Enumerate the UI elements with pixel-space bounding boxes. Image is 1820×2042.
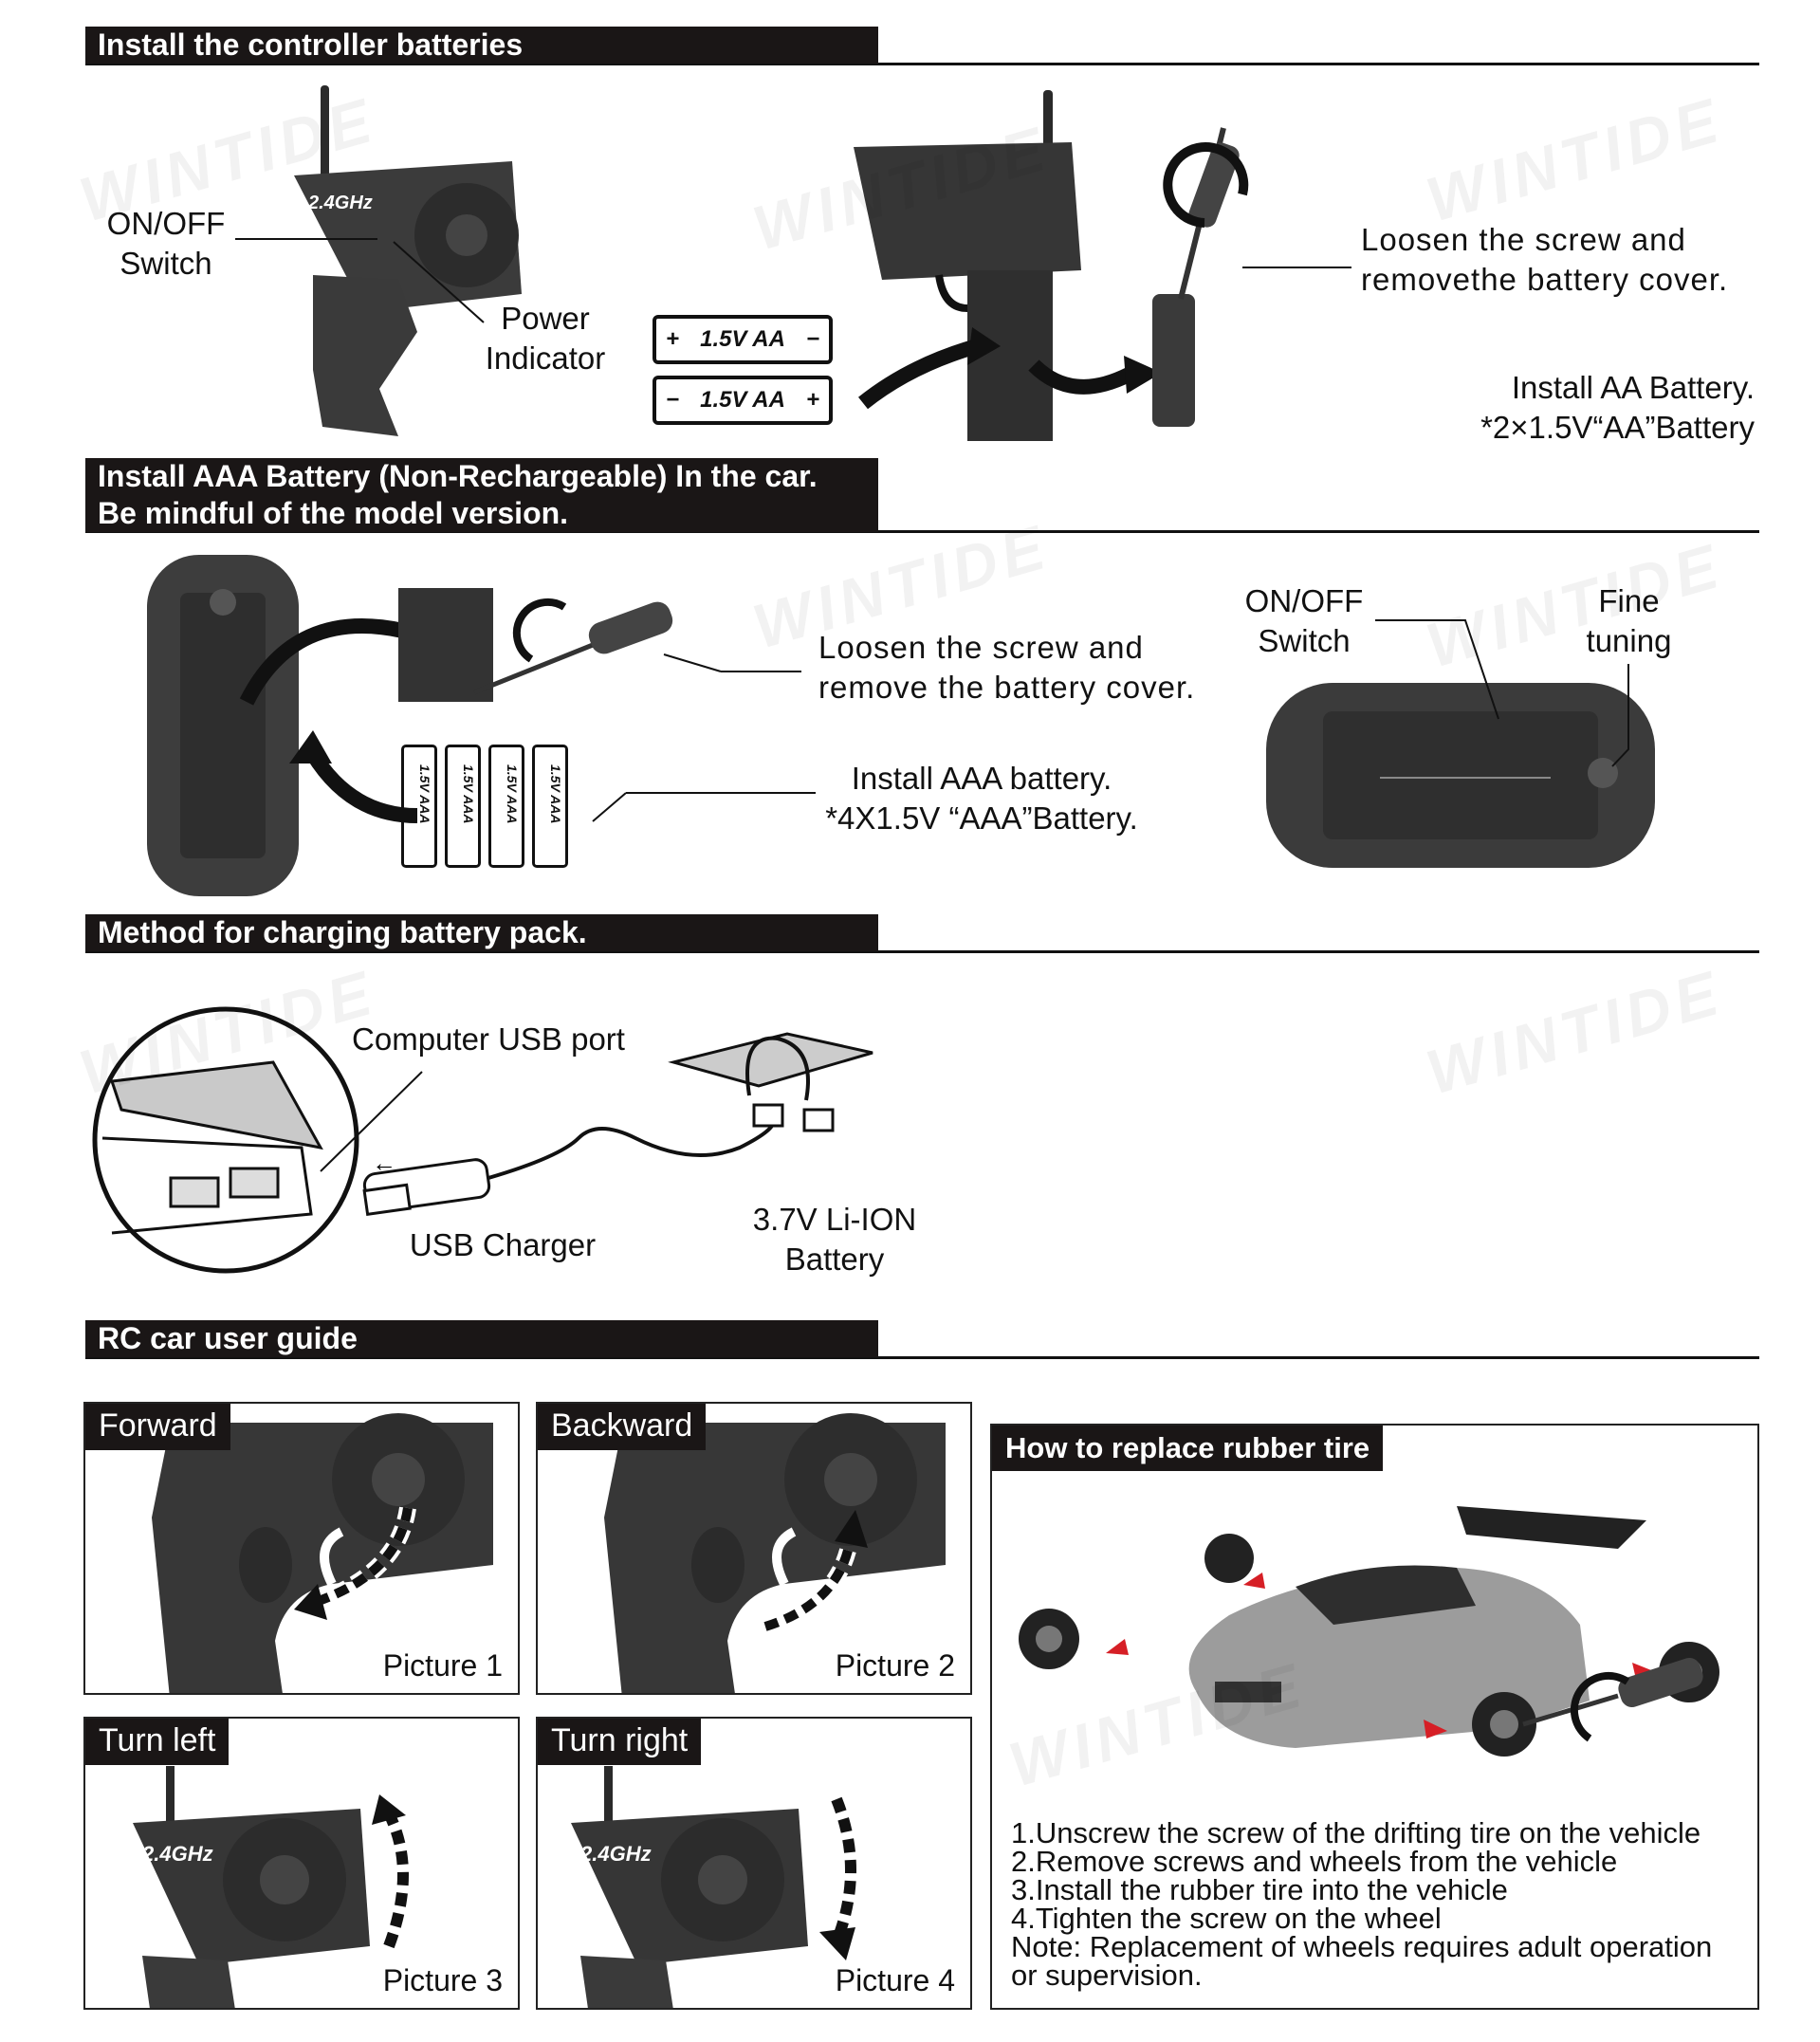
tire-step: 4.Tighten the screw on the wheel: [1011, 1902, 1442, 1935]
controller-illustration: 2.4GHz: [294, 85, 522, 436]
label-install-aa: Install AA Battery. *2×1.5V“AA”Battery: [1480, 370, 1755, 445]
tire-note: or supervision.: [1011, 1959, 1203, 1992]
label-install-aaa: Install AAA battery. *4X1.5V “AAA”Batter…: [825, 761, 1138, 836]
tire-step: 2.Remove screws and wheels from the vehi…: [1011, 1845, 1618, 1878]
guide-tag: Forward: [85, 1404, 230, 1450]
laptop-usb-port-illustration: [92, 1006, 359, 1274]
leader-lines: [1242, 267, 1351, 268]
guide-panel-backward: Backward Picture 2: [536, 1402, 972, 1695]
label-computer-usb-port: Computer USB port: [352, 1021, 625, 1057]
plus-icon: +: [666, 326, 680, 352]
minus-icon: −: [805, 326, 819, 352]
battery-label: 1.5V AA: [700, 326, 785, 352]
label-li-ion-battery: 3.7V Li-ION Battery: [752, 1202, 917, 1277]
aa-battery-1: + 1.5V AA −: [653, 315, 833, 364]
label-loosen-car-screw: Loosen the screw and remove the battery …: [818, 630, 1196, 705]
aaa-battery: 1.5V AAA: [488, 745, 524, 868]
frequency-label: 2.4GHz: [141, 1842, 213, 1866]
plus-icon: +: [805, 387, 819, 413]
tire-step: 1.Unscrew the screw of the drifting tire…: [1011, 1816, 1701, 1849]
section-title-user-guide: RC car user guide: [85, 1320, 878, 1357]
guide-panel-forward: Forward Picture 1: [83, 1402, 520, 1695]
svg-text:←: ←: [372, 1149, 396, 1177]
usb-charger-cable-illustration: ←: [320, 1032, 873, 1217]
guide-panel-turn-right: Turn right 2.4GHz Picture 4: [536, 1717, 972, 2010]
tire-steps-list: 1.Unscrew the screw of the drifting tire…: [1011, 1816, 1713, 1992]
race-car-illustration: [1019, 1506, 1719, 1757]
leader-lines: [592, 653, 816, 822]
tire-note: Note: Replacement of wheels requires adu…: [1011, 1930, 1713, 1963]
aaa-battery: 1.5V AAA: [532, 745, 568, 868]
tire-replacement-panel: How to replace rubber tire: [990, 1424, 1759, 2010]
guide-picture-label: Picture 2: [835, 1648, 955, 1683]
guide-tag: Turn left: [85, 1719, 230, 1765]
frequency-label: 2.4GHz: [579, 1842, 652, 1866]
battery-label: 1.5V AA: [700, 387, 785, 413]
aaa-battery: 1.5V AAA: [445, 745, 481, 868]
controller-closeup: 2.4GHz: [133, 1766, 409, 2008]
guide-picture-label: Picture 3: [382, 1963, 503, 1997]
section-title-line: Install AAA Battery (Non-Rechargeable) I…: [98, 459, 818, 493]
guide-tag: Backward: [538, 1404, 707, 1450]
section-title-line: Be mindful of the model version.: [98, 496, 569, 530]
label-usb-charger: USB Charger: [409, 1227, 597, 1262]
guide-picture-label: Picture 4: [835, 1963, 955, 1997]
controller-closeup: [604, 1413, 946, 1693]
label-power-indicator: Power Indicator: [485, 301, 606, 376]
aa-battery-2: − 1.5V AA +: [653, 376, 833, 425]
controller-closeup: 2.4GHz: [571, 1766, 856, 2008]
aaa-battery-group: 1.5V AAA 1.5V AAA 1.5V AAA 1.5V AAA: [401, 745, 572, 873]
frequency-label: 2.4GHz: [307, 193, 373, 213]
section-title-car-battery: Install AAA Battery (Non-Rechargeable) I…: [85, 458, 878, 532]
leader-lines: [1375, 619, 1629, 767]
car-bottom-illustration: [1266, 683, 1655, 868]
label-onoff-switch: ON/OFF Switch: [106, 206, 226, 281]
battery-cover-screwdriver: [398, 588, 673, 702]
label-car-onoff: ON/OFF Switch: [1244, 583, 1364, 658]
watermark: WINTIDE: [1419, 956, 1731, 1108]
aaa-battery: 1.5V AAA: [401, 745, 437, 868]
section-title-charging: Method for charging battery pack.: [85, 914, 878, 951]
guide-panel-turn-left: Turn left 2.4GHz Picture 3: [83, 1717, 520, 2010]
leader-lines: [235, 238, 485, 323]
label-loosen-screw: Loosen the screw and removethe battery c…: [1361, 222, 1729, 297]
minus-icon: −: [666, 387, 680, 413]
tire-panel-title: How to replace rubber tire: [992, 1426, 1384, 1471]
controller-closeup: [152, 1413, 493, 1693]
guide-tag: Turn right: [538, 1719, 702, 1765]
car-underside-illustration: [147, 555, 299, 896]
controller-rear-illustration: [854, 90, 1249, 441]
label-fine-tuning: Fine tuning: [1586, 583, 1672, 658]
guide-picture-label: Picture 1: [382, 1648, 503, 1683]
tire-step: 3.Install the rubber tire into the vehic…: [1011, 1873, 1508, 1906]
section-title-controller: Install the controller batteries: [85, 27, 878, 64]
